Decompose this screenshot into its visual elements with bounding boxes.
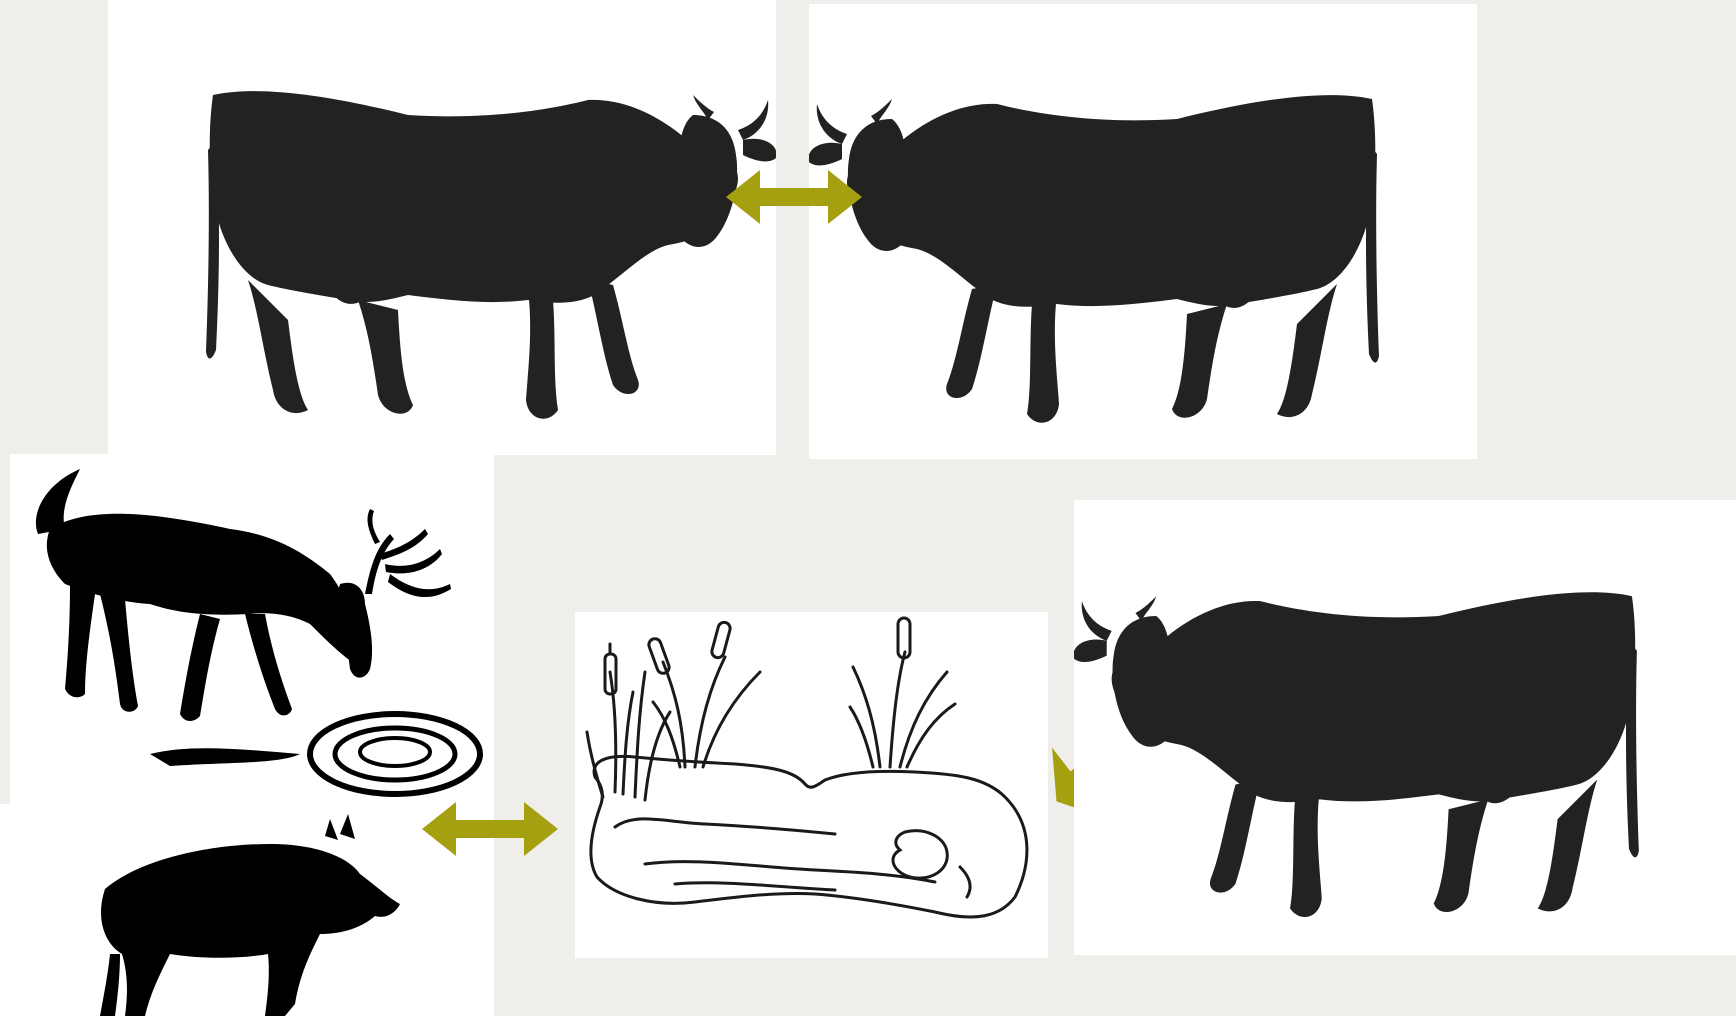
panel-boar: [0, 804, 494, 1016]
cow-facing-left-icon: [809, 4, 1477, 459]
deer-drinking-icon: [10, 454, 494, 804]
double-arrow-icon: [422, 802, 558, 856]
arrow-wildlife-to-pond: [422, 802, 558, 856]
wild-boar-icon: [0, 804, 494, 1016]
cow-facing-right-icon: [108, 0, 776, 455]
panel-pond: [575, 612, 1048, 958]
panel-cow-top-left: [108, 0, 776, 455]
double-arrow-icon: [726, 170, 862, 224]
panel-cow-top-right: [809, 4, 1477, 459]
panel-deer: [10, 454, 494, 804]
panel-cow-bottom-right: [1074, 500, 1736, 955]
pond-with-reeds-icon: [575, 612, 1048, 958]
cow-facing-left-icon: [1074, 500, 1736, 955]
arrow-cow-to-cow: [726, 170, 862, 224]
